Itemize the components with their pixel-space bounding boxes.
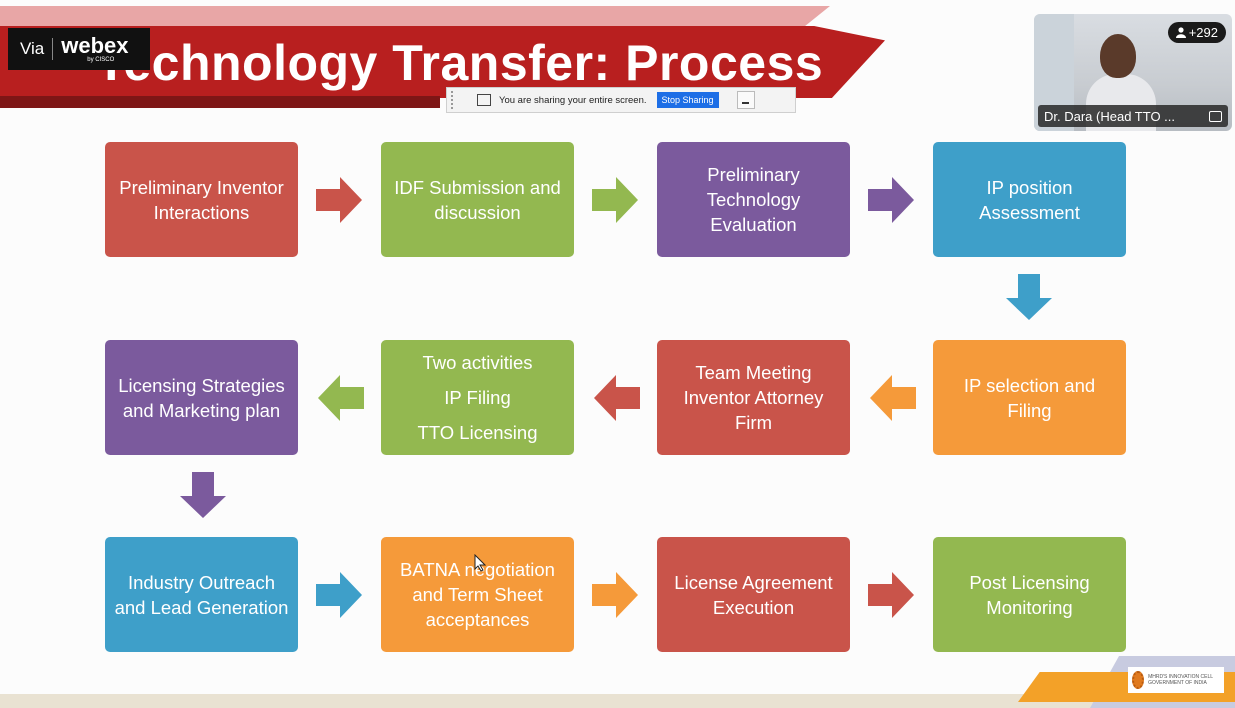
step-idf-submission: IDF Submission and discussion [381,142,574,257]
two-activities-line-1: Two activities [422,352,533,373]
step-preliminary-inventor-interactions: Preliminary Inventor Interactions [105,142,298,257]
step-preliminary-technology-evaluation: Preliminary Technology Evaluation [657,142,850,257]
badge-divider [52,38,54,60]
step-license-agreement-execution: License Agreement Execution [657,537,850,652]
step-ip-selection-filing: IP selection and Filing [933,340,1126,455]
share-screen-icon [477,94,491,106]
stop-sharing-button[interactable]: Stop Sharing [656,92,719,108]
person-icon [1175,27,1186,38]
arrow-right-icon [868,572,914,618]
arrow-left-icon [870,375,916,421]
step-team-meeting: Team Meeting Inventor Attorney Firm [657,340,850,455]
minimize-icon[interactable] [736,91,755,109]
arrow-right-icon [316,177,362,223]
step-batna-negotiation: BATNA negotiation and Term Sheet accepta… [381,537,574,652]
arrow-right-icon [868,177,914,223]
innovation-cell-logo: MHRD'S INNOVATION CELL GOVERNMENT OF IND… [1128,667,1224,693]
drag-handle[interactable] [451,91,463,109]
two-activities-line-3: TTO Licensing [417,422,538,443]
arrow-down-icon [180,472,226,518]
webex-badge: Via webex by CISCO [8,28,150,70]
participant-head [1100,34,1136,78]
slide-footer-strip [0,694,1235,708]
step-licensing-strategies: Licensing Strategies and Marketing plan [105,340,298,455]
gear-logo-icon [1132,671,1145,689]
arrow-right-icon [592,572,638,618]
mouse-cursor-icon [474,553,487,577]
arrow-right-icon [316,572,362,618]
participant-name: Dr. Dara (Head TTO ... [1044,108,1176,124]
step-two-activities: Two activities IP Filing TTO Licensing [381,340,574,455]
title-banner-accent [0,6,830,26]
step-ip-position-assessment: IP position Assessment [933,142,1126,257]
participant-count: +292 [1188,25,1218,40]
participant-count-badge[interactable]: +292 [1167,22,1226,43]
webex-brand: webex [61,33,129,58]
step-industry-outreach: Industry Outreach and Lead Generation [105,537,298,652]
webex-by-cisco: by CISCO [87,57,115,63]
screen-share-bar[interactable]: You are sharing your entire screen. Stop… [446,87,796,113]
arrow-left-icon [318,375,364,421]
participant-video-tile[interactable]: +292 Dr. Dara (Head TTO ... [1034,14,1232,131]
logo-text: MHRD'S INNOVATION CELL GOVERNMENT OF IND… [1148,674,1213,686]
arrow-left-icon [594,375,640,421]
two-activities-line-2: IP Filing [444,387,511,408]
step-post-licensing-monitoring: Post Licensing Monitoring [933,537,1126,652]
via-label: Via [20,39,45,58]
share-message: You are sharing your entire screen. [499,94,647,106]
participant-name-bar: Dr. Dara (Head TTO ... [1038,105,1228,127]
arrow-right-icon [592,177,638,223]
title-banner-shadow [0,96,440,108]
slide-title: Technology Transfer: Process [96,35,824,91]
webex-logo: webex by CISCO [61,33,129,64]
arrow-down-icon [1006,274,1052,320]
expand-icon[interactable] [1209,110,1222,122]
